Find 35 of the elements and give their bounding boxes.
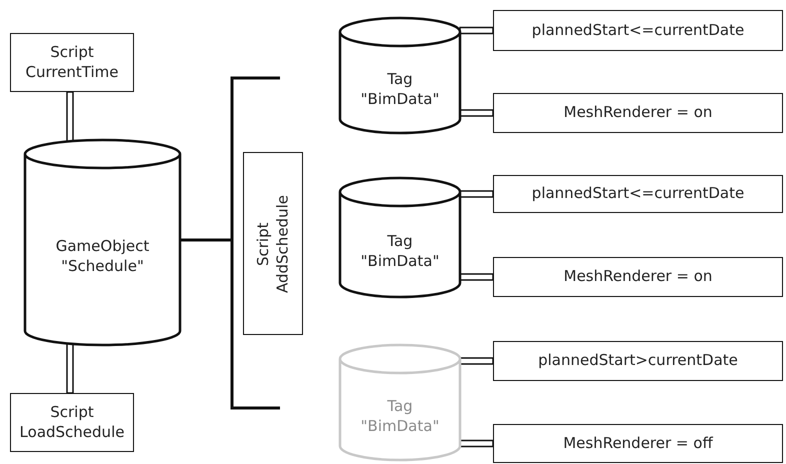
box-label: Tag "BimData" <box>360 70 440 109</box>
box-label: plannedStart<=currentDate <box>532 20 744 40</box>
process-box <box>10 393 134 452</box>
double-line-connector <box>66 342 74 394</box>
box-label: plannedStart>currentDate <box>538 351 738 371</box>
box-label: plannedStart<=currentDate <box>532 184 744 204</box>
box-label: Tag "BimData" <box>360 397 440 436</box>
box-label: GameObject "Schedule" <box>56 237 150 276</box>
database-cylinder <box>25 140 180 345</box>
box-label: Tag "BimData" <box>360 232 440 271</box>
double-line-connector <box>66 91 74 142</box>
box-label: Script AddSchedule <box>254 194 292 295</box>
box-label: MeshRenderer = on <box>564 103 712 123</box>
database-cylinder <box>340 18 460 133</box>
box-label: MeshRenderer = on <box>564 267 712 287</box>
double-line-connector <box>459 26 494 34</box>
bracket-connector <box>180 238 280 410</box>
box-label: Script CurrentTime <box>25 43 119 82</box>
script-box <box>243 152 303 335</box>
process-box <box>493 93 783 133</box>
double-line-connector <box>459 357 494 365</box>
database-cylinder <box>340 178 460 297</box>
box-label: MeshRenderer = off <box>563 434 713 454</box>
process-box <box>493 175 783 213</box>
double-line-connector <box>459 109 494 117</box>
process-box <box>10 33 134 92</box>
process-box <box>493 341 783 381</box>
process-box <box>493 257 783 297</box>
process-box <box>493 10 783 51</box>
double-line-connector <box>459 440 494 448</box>
database-cylinder <box>340 345 460 460</box>
double-line-connector <box>459 190 494 198</box>
box-label: Script LoadSchedule <box>20 403 124 442</box>
double-line-connector <box>459 273 494 281</box>
process-box <box>493 424 783 463</box>
